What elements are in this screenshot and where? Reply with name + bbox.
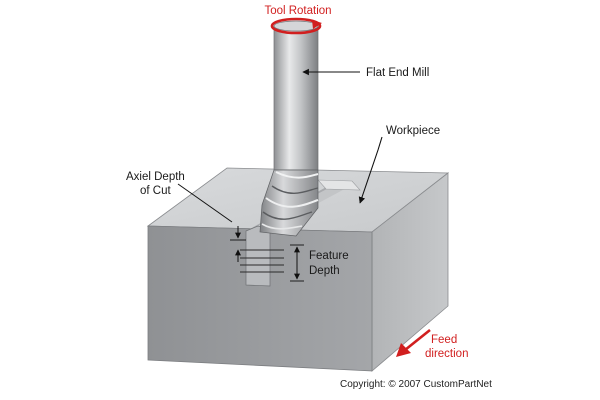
feed-arrow-icon	[396, 328, 431, 357]
flat-end-mill-label: Flat End Mill	[366, 67, 429, 79]
flute-edge	[261, 223, 303, 230]
feature-depth-label-line2: Depth	[309, 265, 340, 277]
rotation-arrow-icon	[270, 17, 322, 35]
copyright-text: Copyright: © 2007 CustomPartNet	[340, 379, 492, 390]
flute-edge	[271, 185, 319, 195]
tool-shank	[273, 25, 319, 171]
flute-edge	[262, 211, 313, 220]
workpiece-label: Workpiece	[386, 125, 440, 137]
slot-front-opening	[245, 225, 271, 287]
axial-depth-label-line1: Axiel Depth	[126, 171, 185, 183]
tool-shank-top	[273, 20, 319, 32]
feed-label-line1: Feed	[431, 334, 457, 346]
feature-depth-label-line1: Feature	[309, 250, 349, 262]
flat-end-mill	[259, 20, 319, 237]
axial-depth-leader	[177, 183, 233, 223]
slot-back-step	[317, 179, 361, 191]
tool-flutes	[259, 169, 319, 237]
flute-edge	[275, 171, 319, 179]
tool-rotation-label: Tool Rotation	[264, 5, 331, 17]
flute-edge	[265, 197, 319, 208]
workpiece-leader	[358, 136, 383, 204]
feed-label-line2: direction	[425, 348, 468, 360]
axial-depth-label-line2: of Cut	[140, 185, 171, 197]
